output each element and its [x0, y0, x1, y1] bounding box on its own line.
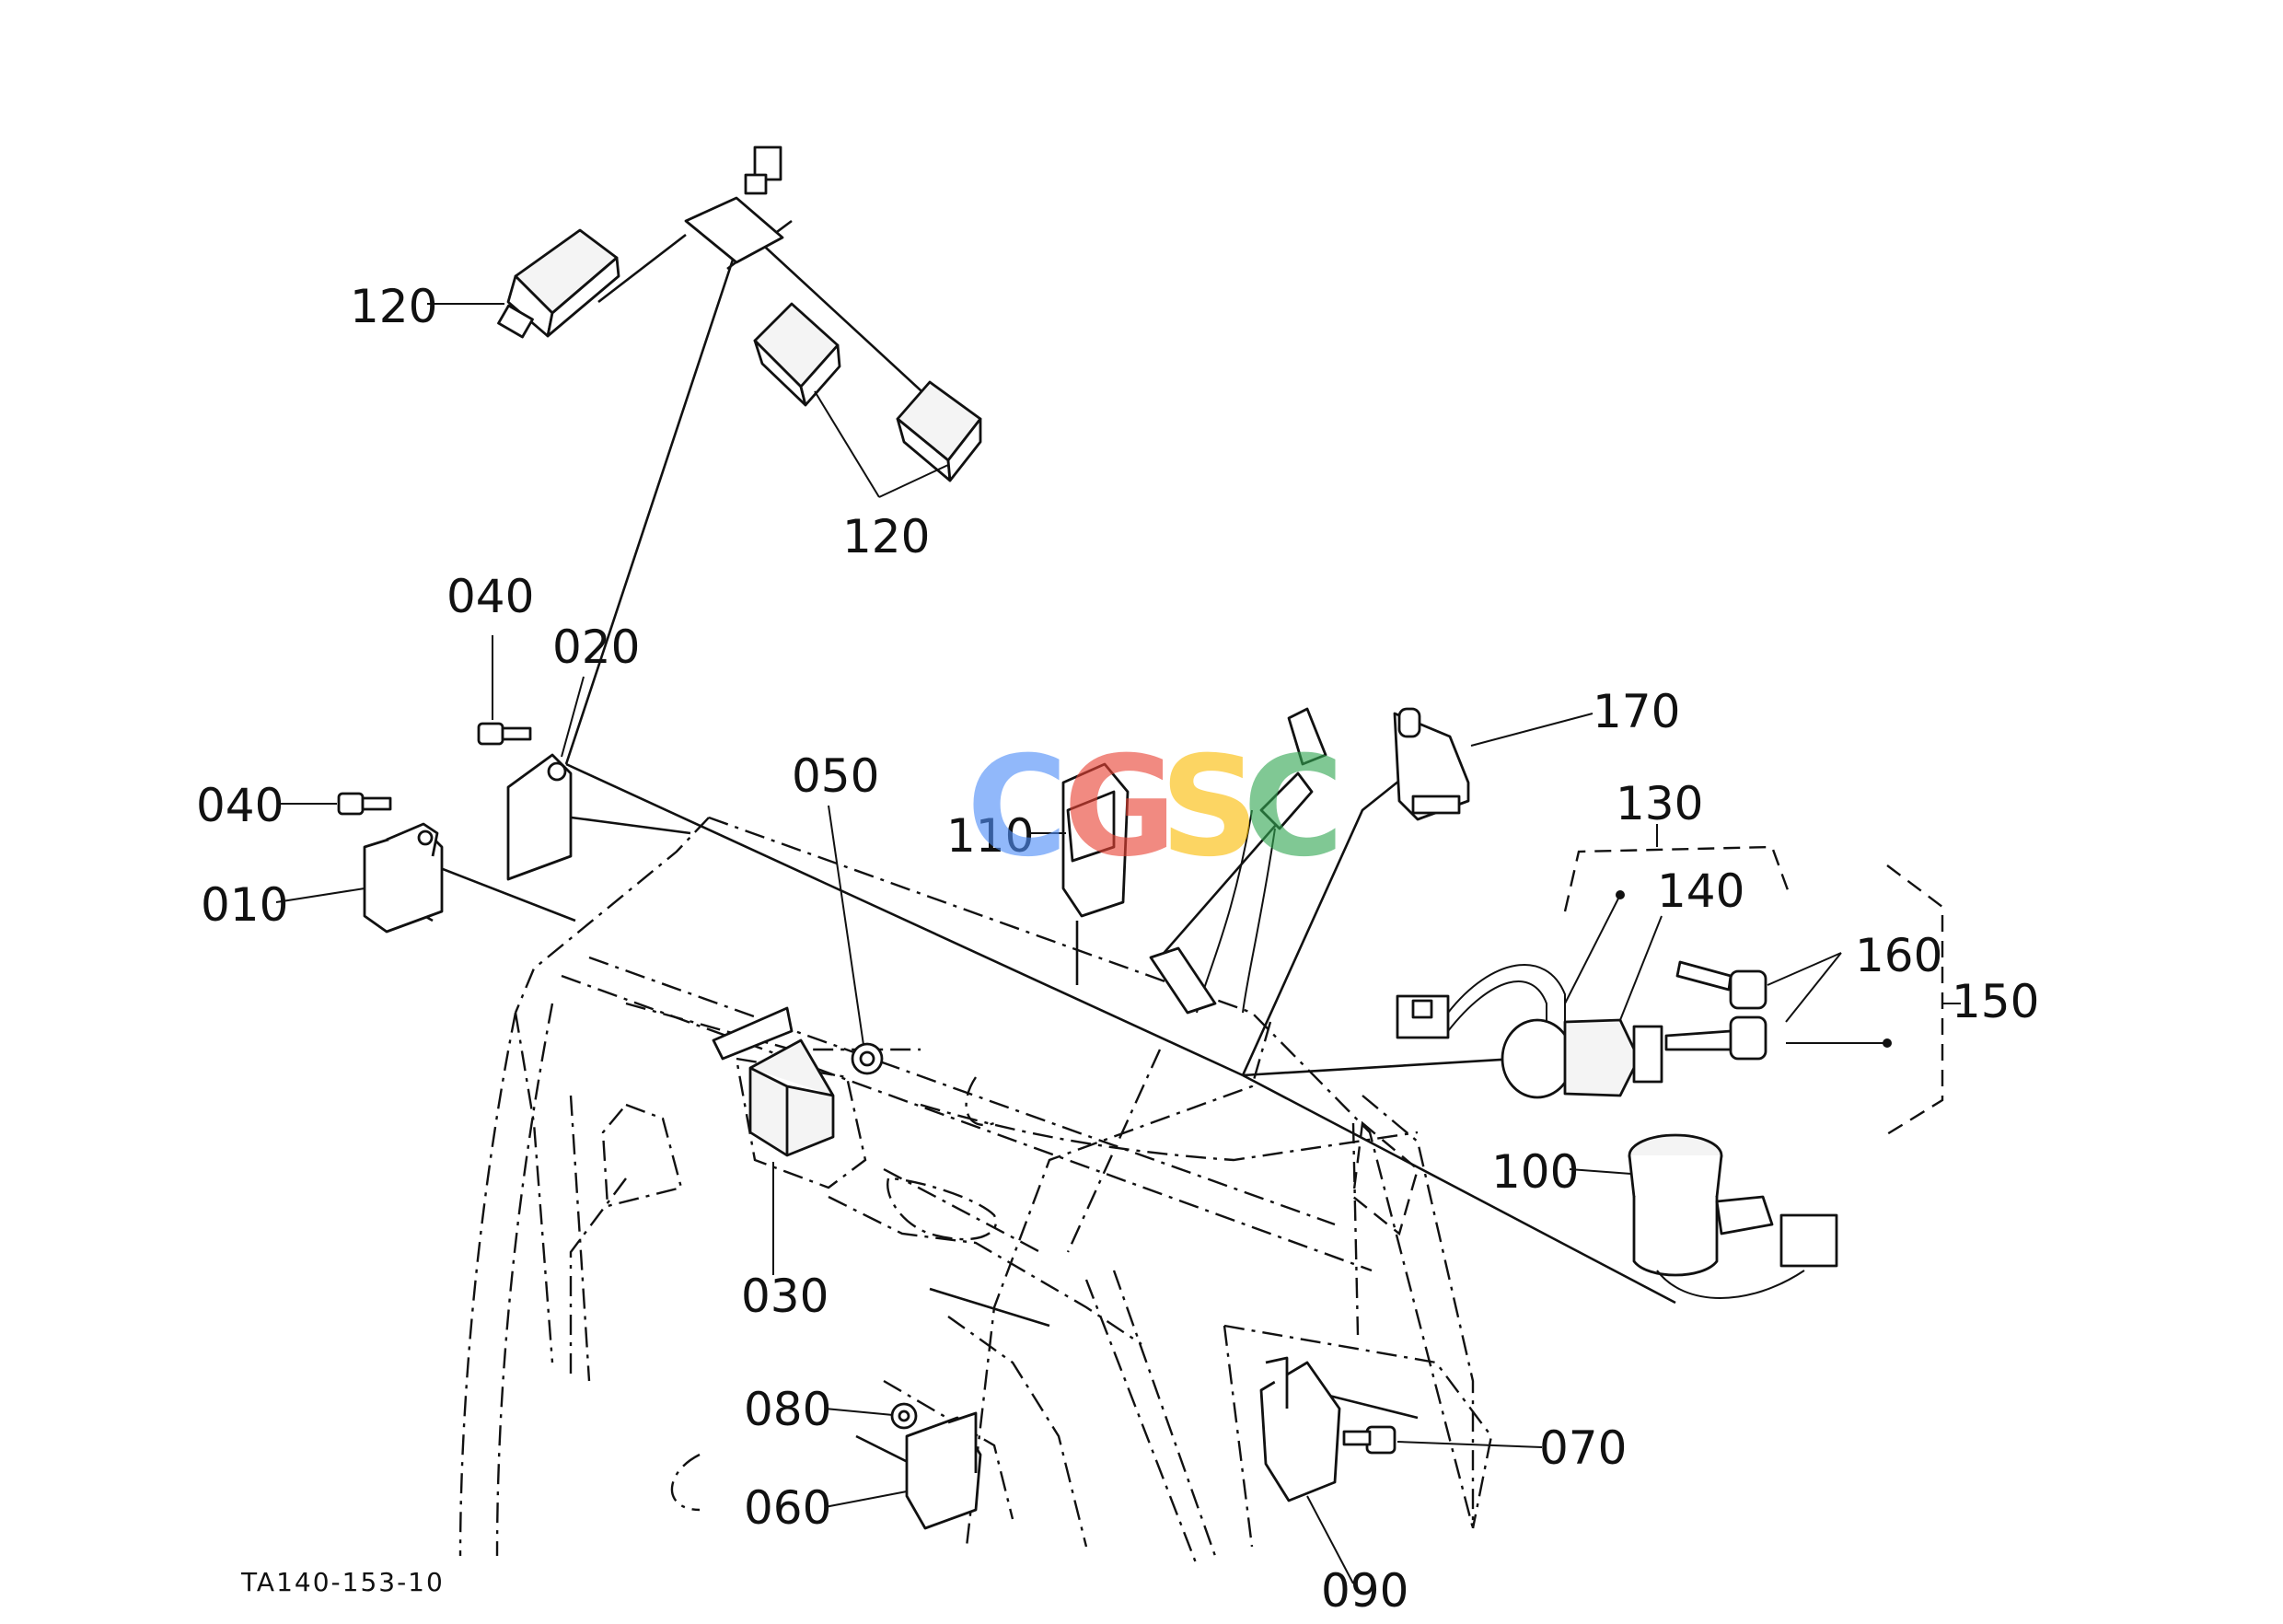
relay-120-right — [896, 380, 982, 482]
callout-050: 050 — [792, 749, 879, 803]
keys-160 — [1664, 960, 1767, 1061]
watermark-letter-g: G — [1063, 727, 1176, 887]
callout-020: 020 — [552, 621, 640, 674]
watermark-letter-c1: C — [967, 727, 1068, 887]
callout-100: 100 — [1491, 1145, 1579, 1199]
switch-110 — [1061, 762, 1130, 918]
callout-010: 010 — [201, 878, 288, 932]
drawing-reference-code: TA140-153-10 — [240, 1567, 445, 1597]
callout-labels: 120 120 040 020 040 010 050 110 030 170 … — [196, 280, 2039, 1618]
bolt-040-upper — [477, 722, 532, 746]
relay-090 — [1259, 1356, 1341, 1502]
callout-140: 140 — [1657, 864, 1744, 918]
unit-020 — [506, 753, 573, 881]
callout-leaders — [275, 303, 1892, 1584]
flasher-010 — [363, 822, 444, 934]
callout-080: 080 — [744, 1383, 831, 1436]
watermark-logo: C G S C — [967, 727, 1344, 887]
harness-center — [1149, 707, 1327, 1015]
key-switch-140 — [1396, 963, 1663, 1099]
relay-030 — [712, 1006, 835, 1157]
callout-040-left: 040 — [196, 779, 284, 832]
callout-150: 150 — [1952, 975, 2039, 1028]
callout-110: 110 — [946, 809, 1034, 863]
nut-050 — [851, 1042, 884, 1075]
watermark-letter-s: S — [1160, 727, 1259, 887]
nut-080 — [890, 1402, 918, 1430]
callout-120-upper-left: 120 — [350, 280, 437, 333]
relay-120-left — [497, 228, 620, 339]
callout-090: 090 — [1321, 1564, 1408, 1618]
callout-040-upper: 040 — [446, 570, 534, 623]
callout-160: 160 — [1855, 929, 1942, 982]
callout-130: 130 — [1616, 777, 1703, 830]
bolt-040-left — [337, 792, 392, 816]
relay-120-middle — [753, 302, 841, 407]
watermark-letter-c2: C — [1243, 727, 1344, 887]
switch-100 — [1628, 1133, 1838, 1299]
group-bracket-130 — [1563, 824, 1792, 912]
dashboard-panel-outline — [458, 816, 1493, 1566]
callout-170: 170 — [1593, 685, 1680, 738]
group-bracket-150 — [1882, 864, 1961, 1139]
relay-170 — [1393, 707, 1470, 821]
bolt-070 — [1342, 1425, 1396, 1455]
relay-060 — [905, 1411, 982, 1530]
callout-120-lower: 120 — [842, 510, 930, 563]
relay-bracket-120 — [684, 145, 784, 264]
callout-070: 070 — [1539, 1421, 1627, 1475]
callout-060: 060 — [744, 1481, 831, 1535]
callout-030: 030 — [741, 1270, 829, 1323]
